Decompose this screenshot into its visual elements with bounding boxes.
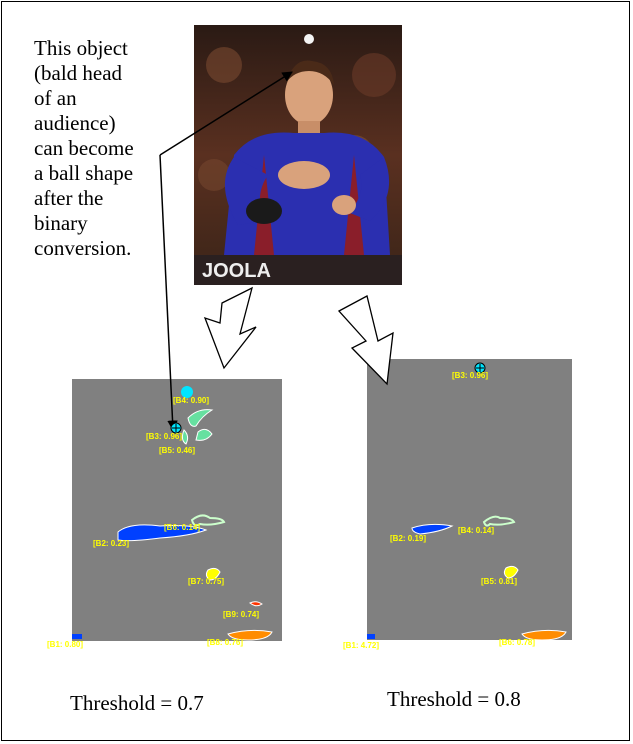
label-b8-left: [B8: 0.76]	[207, 638, 244, 647]
player-photo: JOOLA	[194, 25, 402, 285]
caption-line: (bald head	[34, 61, 123, 85]
blob-b8-left	[227, 629, 273, 641]
caption-line: conversion.	[34, 236, 132, 260]
label-b7-left: [B7: 0.75]	[188, 577, 225, 586]
label-b5-right: [B5: 0.81]	[481, 577, 518, 586]
label-b2-left: [B2: 0.23]	[93, 539, 130, 548]
label-b6-left: [B6: 0.14]	[164, 523, 201, 532]
caption-line: This object	[34, 36, 128, 60]
threshold-label-right: Threshold = 0.8	[387, 687, 521, 711]
blob-b4-right	[482, 515, 516, 527]
blob-b1-left	[72, 634, 82, 639]
label-b2-right: [B2: 0.19]	[390, 534, 427, 543]
caption-line: of an	[34, 86, 77, 110]
caption-line: can become	[34, 136, 134, 160]
blob-b2-right	[411, 523, 454, 535]
label-b9-left: [B9: 0.74]	[223, 610, 260, 619]
blob-b5-right	[503, 565, 519, 579]
down-arrow-right	[337, 295, 394, 386]
pointer-arrow-to-blob	[159, 154, 178, 432]
blob-b2-left	[117, 524, 208, 542]
blob-b9-left	[249, 601, 263, 607]
caption-line: a ball shape	[34, 161, 134, 185]
caption-line: after the	[34, 186, 104, 210]
blob-b7-left	[205, 567, 221, 581]
blob-b1-right	[367, 634, 375, 639]
caption-line: binary	[34, 211, 88, 235]
label-b1-right: [B1: 4.72]	[343, 641, 380, 650]
label-b3-right: [B3: 0.96]	[452, 371, 489, 380]
label-b3-left: [B3: 0.96]	[146, 432, 183, 441]
blob-b6-right	[521, 629, 567, 641]
down-arrow-left	[203, 286, 257, 370]
binary-panel-right	[367, 359, 572, 640]
blob-b5b-left	[195, 428, 213, 441]
blob-b5a-left	[187, 409, 214, 427]
threshold-label-left: Threshold = 0.7	[70, 691, 204, 715]
pointer-arrow-to-photo	[159, 71, 293, 156]
logo-text: JOOLA	[202, 260, 271, 282]
label-b6-right: [B6: 0.78]	[499, 638, 536, 647]
blob-b6-left	[190, 514, 226, 527]
label-b5-left: [B5: 0.46]	[159, 446, 196, 455]
ball-in-photo	[304, 34, 314, 44]
blob-b5c-left	[181, 429, 189, 445]
label-b4-right: [B4: 0.14]	[458, 526, 495, 535]
blob-b4-left	[181, 386, 193, 398]
label-b1-left: [B1: 0.80]	[47, 640, 84, 649]
caption-line: audience)	[34, 111, 116, 135]
caption-text: This object (bald head of an audience) c…	[34, 36, 164, 261]
label-b4-left: [B4: 0.90]	[173, 396, 210, 405]
